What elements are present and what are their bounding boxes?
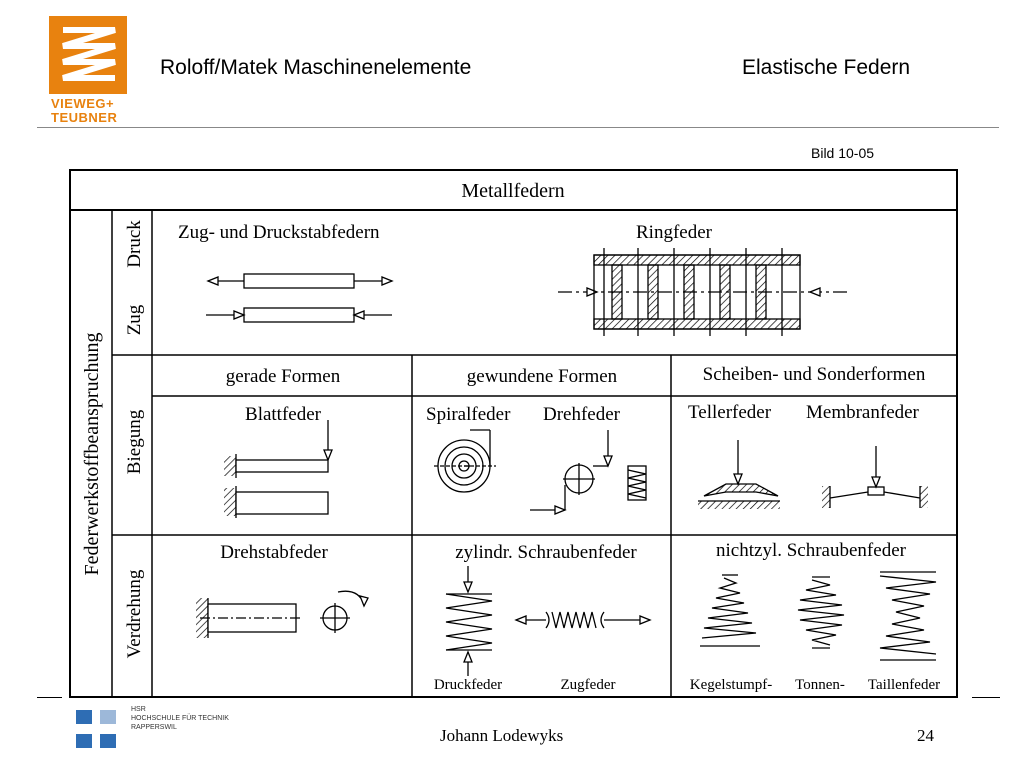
author-name: Johann Lodewyks	[440, 726, 564, 745]
zugfeder-drawing	[514, 611, 652, 629]
row-label-druck: Druck	[124, 220, 145, 268]
label-drehstabfeder: Drehstabfeder	[220, 542, 328, 563]
ringfeder-drawing	[558, 248, 848, 336]
figure-label: Bild 10-05	[811, 145, 875, 161]
row-label-zug: Zug	[124, 304, 145, 335]
label-druckfeder: Druckfeder	[434, 677, 502, 693]
label-tonnen: Tonnen-	[795, 677, 845, 693]
tonnen-spring-drawing	[797, 576, 845, 649]
col-header-scheiben: Scheiben- und Sonderformen	[703, 364, 926, 385]
stab-spring-zug-drawing	[206, 307, 392, 323]
book-title: Roloff/Matek Maschinenelemente	[160, 56, 472, 79]
drehfeder-coil	[627, 465, 647, 501]
label-kegelstumpf: Kegelstumpf-	[690, 677, 772, 693]
tellerfeder-drawing	[698, 440, 780, 509]
logo-text-line2: TEUBNER	[51, 110, 118, 125]
label-zylindr-schraubenfeder: zylindr. Schraubenfeder	[455, 542, 637, 563]
blattfeder-drawing	[224, 420, 333, 518]
druckfeder-drawing	[445, 566, 493, 676]
kegelstumpf-spring-drawing	[700, 574, 760, 647]
label-zugfeder: Zugfeder	[561, 677, 616, 693]
footer-rule-left	[37, 697, 62, 698]
institution-logo	[76, 710, 122, 750]
header-divider	[37, 127, 999, 128]
publisher-logo: VIEWEG+ TEUBNER	[49, 16, 127, 125]
row-label-biegung: Biegung	[124, 409, 145, 474]
footer-rule-right	[972, 697, 1000, 698]
table-grid	[69, 169, 958, 698]
institution-abbrev: HSR	[131, 706, 146, 713]
institution-name-line2: RAPPERSWIL	[131, 724, 177, 731]
label-tellerfeder: Tellerfeder	[688, 402, 772, 423]
label-taillenfeder: Taillenfeder	[868, 677, 940, 693]
col-header-gerade: gerade Formen	[226, 366, 341, 387]
logo-spring-icon	[49, 16, 127, 94]
hsr-squares-icon	[76, 710, 116, 748]
heading-ringfeder: Ringfeder	[636, 222, 713, 243]
chapter-title: Elastische Federn	[742, 56, 911, 79]
col-header-gewunden: gewundene Formen	[467, 366, 618, 387]
label-nichtzyl-schraubenfeder: nichtzyl. Schraubenfeder	[716, 540, 907, 561]
stab-spring-druck-drawing	[206, 273, 394, 289]
label-membranfeder: Membranfeder	[806, 402, 920, 423]
spiralfeder-drawing	[434, 429, 496, 493]
institution-name-line1: HOCHSCHULE FÜR TECHNIK	[131, 715, 229, 722]
label-drehfeder: Drehfeder	[543, 404, 621, 425]
logo-text-line1: VIEWEG+	[51, 96, 115, 111]
drehfeder-drawing	[530, 430, 647, 515]
page-number: 24	[917, 726, 934, 745]
label-spiralfeder: Spiralfeder	[426, 404, 511, 425]
membranfeder-drawing	[822, 446, 928, 508]
row-group-label: Federwerkstoffbeanspruchung	[81, 333, 103, 576]
row-label-verdrehung: Verdrehung	[124, 569, 145, 658]
institution-text: HSR HOCHSCHULE FÜR TECHNIK RAPPERSWIL	[131, 705, 229, 732]
taillen-spring-drawing	[879, 571, 937, 661]
drehstabfeder-drawing	[196, 590, 369, 638]
heading-stabfedern: Zug- und Druckstabfedern	[178, 222, 380, 243]
label-blattfeder: Blattfeder	[245, 404, 322, 425]
figure-title: Metallfedern	[461, 180, 564, 202]
